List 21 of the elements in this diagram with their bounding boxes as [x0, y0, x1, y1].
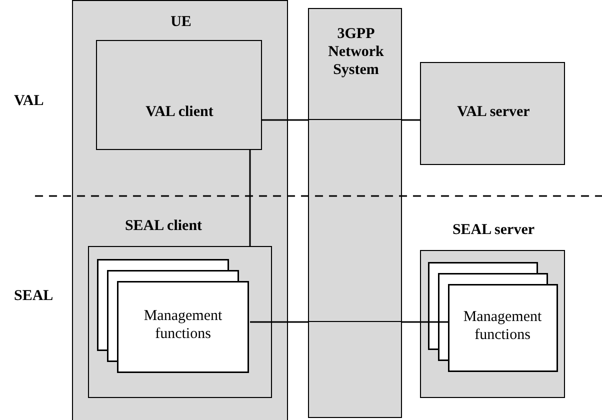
connector-line [249, 150, 251, 246]
network-panel [308, 8, 402, 418]
server-box [420, 62, 565, 165]
client-box [96, 40, 262, 150]
stacked-function-cards [97, 259, 249, 373]
panel-title: VAL client [144, 102, 214, 120]
function-label: Management functions [142, 307, 224, 343]
stacked-function-cards [428, 262, 558, 372]
layer-label: SEAL [14, 287, 54, 305]
connector-line [250, 321, 308, 323]
connector-line [402, 119, 420, 121]
panel-title: SEAL client [124, 216, 204, 234]
function-label: Management functions [462, 308, 543, 344]
panel-title: SEAL server [451, 221, 536, 239]
layer-label: VAL [14, 92, 44, 110]
panel-title: 3GPP Network System [327, 25, 385, 79]
device-panel [72, 0, 288, 420]
panel-title: VAL server [456, 103, 531, 121]
connector-line [402, 321, 448, 323]
panel-title: UE [170, 13, 192, 31]
connector-line [262, 119, 308, 121]
